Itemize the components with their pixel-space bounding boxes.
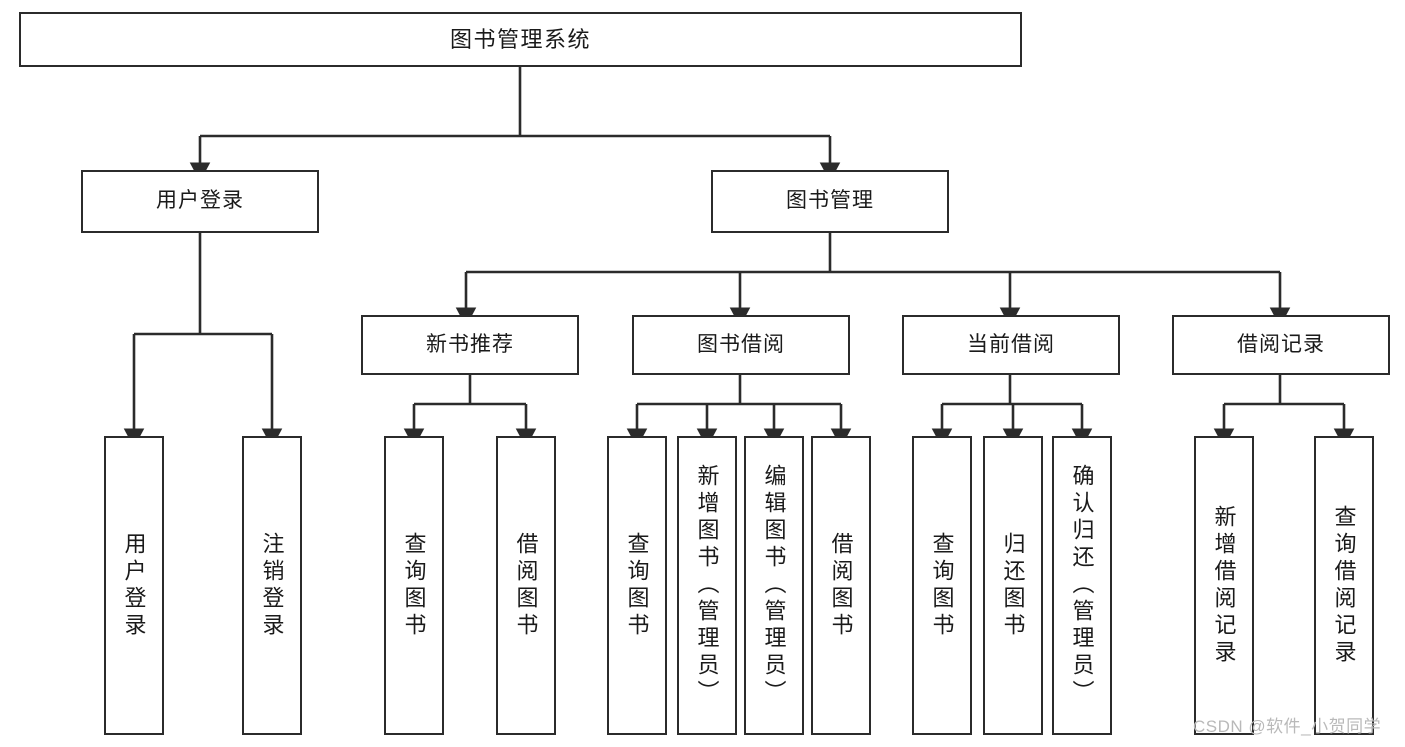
node-label: 用户登录 [156,189,244,213]
node-leaf-add-record[interactable]: 新增借阅记录 [1194,436,1254,735]
node-borrow-record[interactable]: 借阅记录 [1172,315,1390,375]
node-label: 确认归还（管理员） [1069,464,1095,707]
node-leaf-query-book-2[interactable]: 查询图书 [607,436,667,735]
node-root-book-management-system[interactable]: 图书管理系统 [19,12,1022,67]
node-label: 当前借阅 [967,332,1055,356]
node-label: 借阅记录 [1237,332,1325,356]
node-new-book-rec[interactable]: 新书推荐 [361,315,579,375]
node-leaf-edit-book[interactable]: 编辑图书（管理员） [744,436,804,735]
node-label: 用户登录 [121,531,147,640]
node-label: 图书管理 [786,189,874,213]
node-label: 借阅图书 [828,531,854,640]
node-label: 查询借阅记录 [1331,504,1357,667]
node-label: 图书借阅 [697,332,785,356]
node-leaf-logout[interactable]: 注销登录 [242,436,302,735]
node-label: 新增借阅记录 [1211,504,1237,667]
node-label: 查询图书 [624,531,650,640]
node-label: 查询图书 [929,531,955,640]
node-leaf-query-record[interactable]: 查询借阅记录 [1314,436,1374,735]
csdn-watermark: CSDN @软件_小贺同学 [1193,717,1382,736]
node-leaf-add-book[interactable]: 新增图书（管理员） [677,436,737,735]
node-leaf-user-login[interactable]: 用户登录 [104,436,164,735]
node-label: 编辑图书（管理员） [761,464,787,707]
node-leaf-borrow-book-2[interactable]: 借阅图书 [811,436,871,735]
node-leaf-query-book-1[interactable]: 查询图书 [384,436,444,735]
node-label: 查询图书 [401,531,427,640]
node-label: 新增图书（管理员） [694,464,720,707]
node-leaf-query-book-3[interactable]: 查询图书 [912,436,972,735]
node-leaf-return-book[interactable]: 归还图书 [983,436,1043,735]
node-book-manage[interactable]: 图书管理 [711,170,949,233]
node-label: 注销登录 [259,531,285,640]
node-label: 借阅图书 [513,531,539,640]
node-leaf-borrow-book-1[interactable]: 借阅图书 [496,436,556,735]
node-current-borrow[interactable]: 当前借阅 [902,315,1120,375]
node-book-borrow[interactable]: 图书借阅 [632,315,850,375]
node-label: 图书管理系统 [449,26,591,52]
node-label: 新书推荐 [426,332,514,356]
node-leaf-confirm-return[interactable]: 确认归还（管理员） [1052,436,1112,735]
node-user-login[interactable]: 用户登录 [81,170,319,233]
node-label: 归还图书 [1000,531,1026,640]
